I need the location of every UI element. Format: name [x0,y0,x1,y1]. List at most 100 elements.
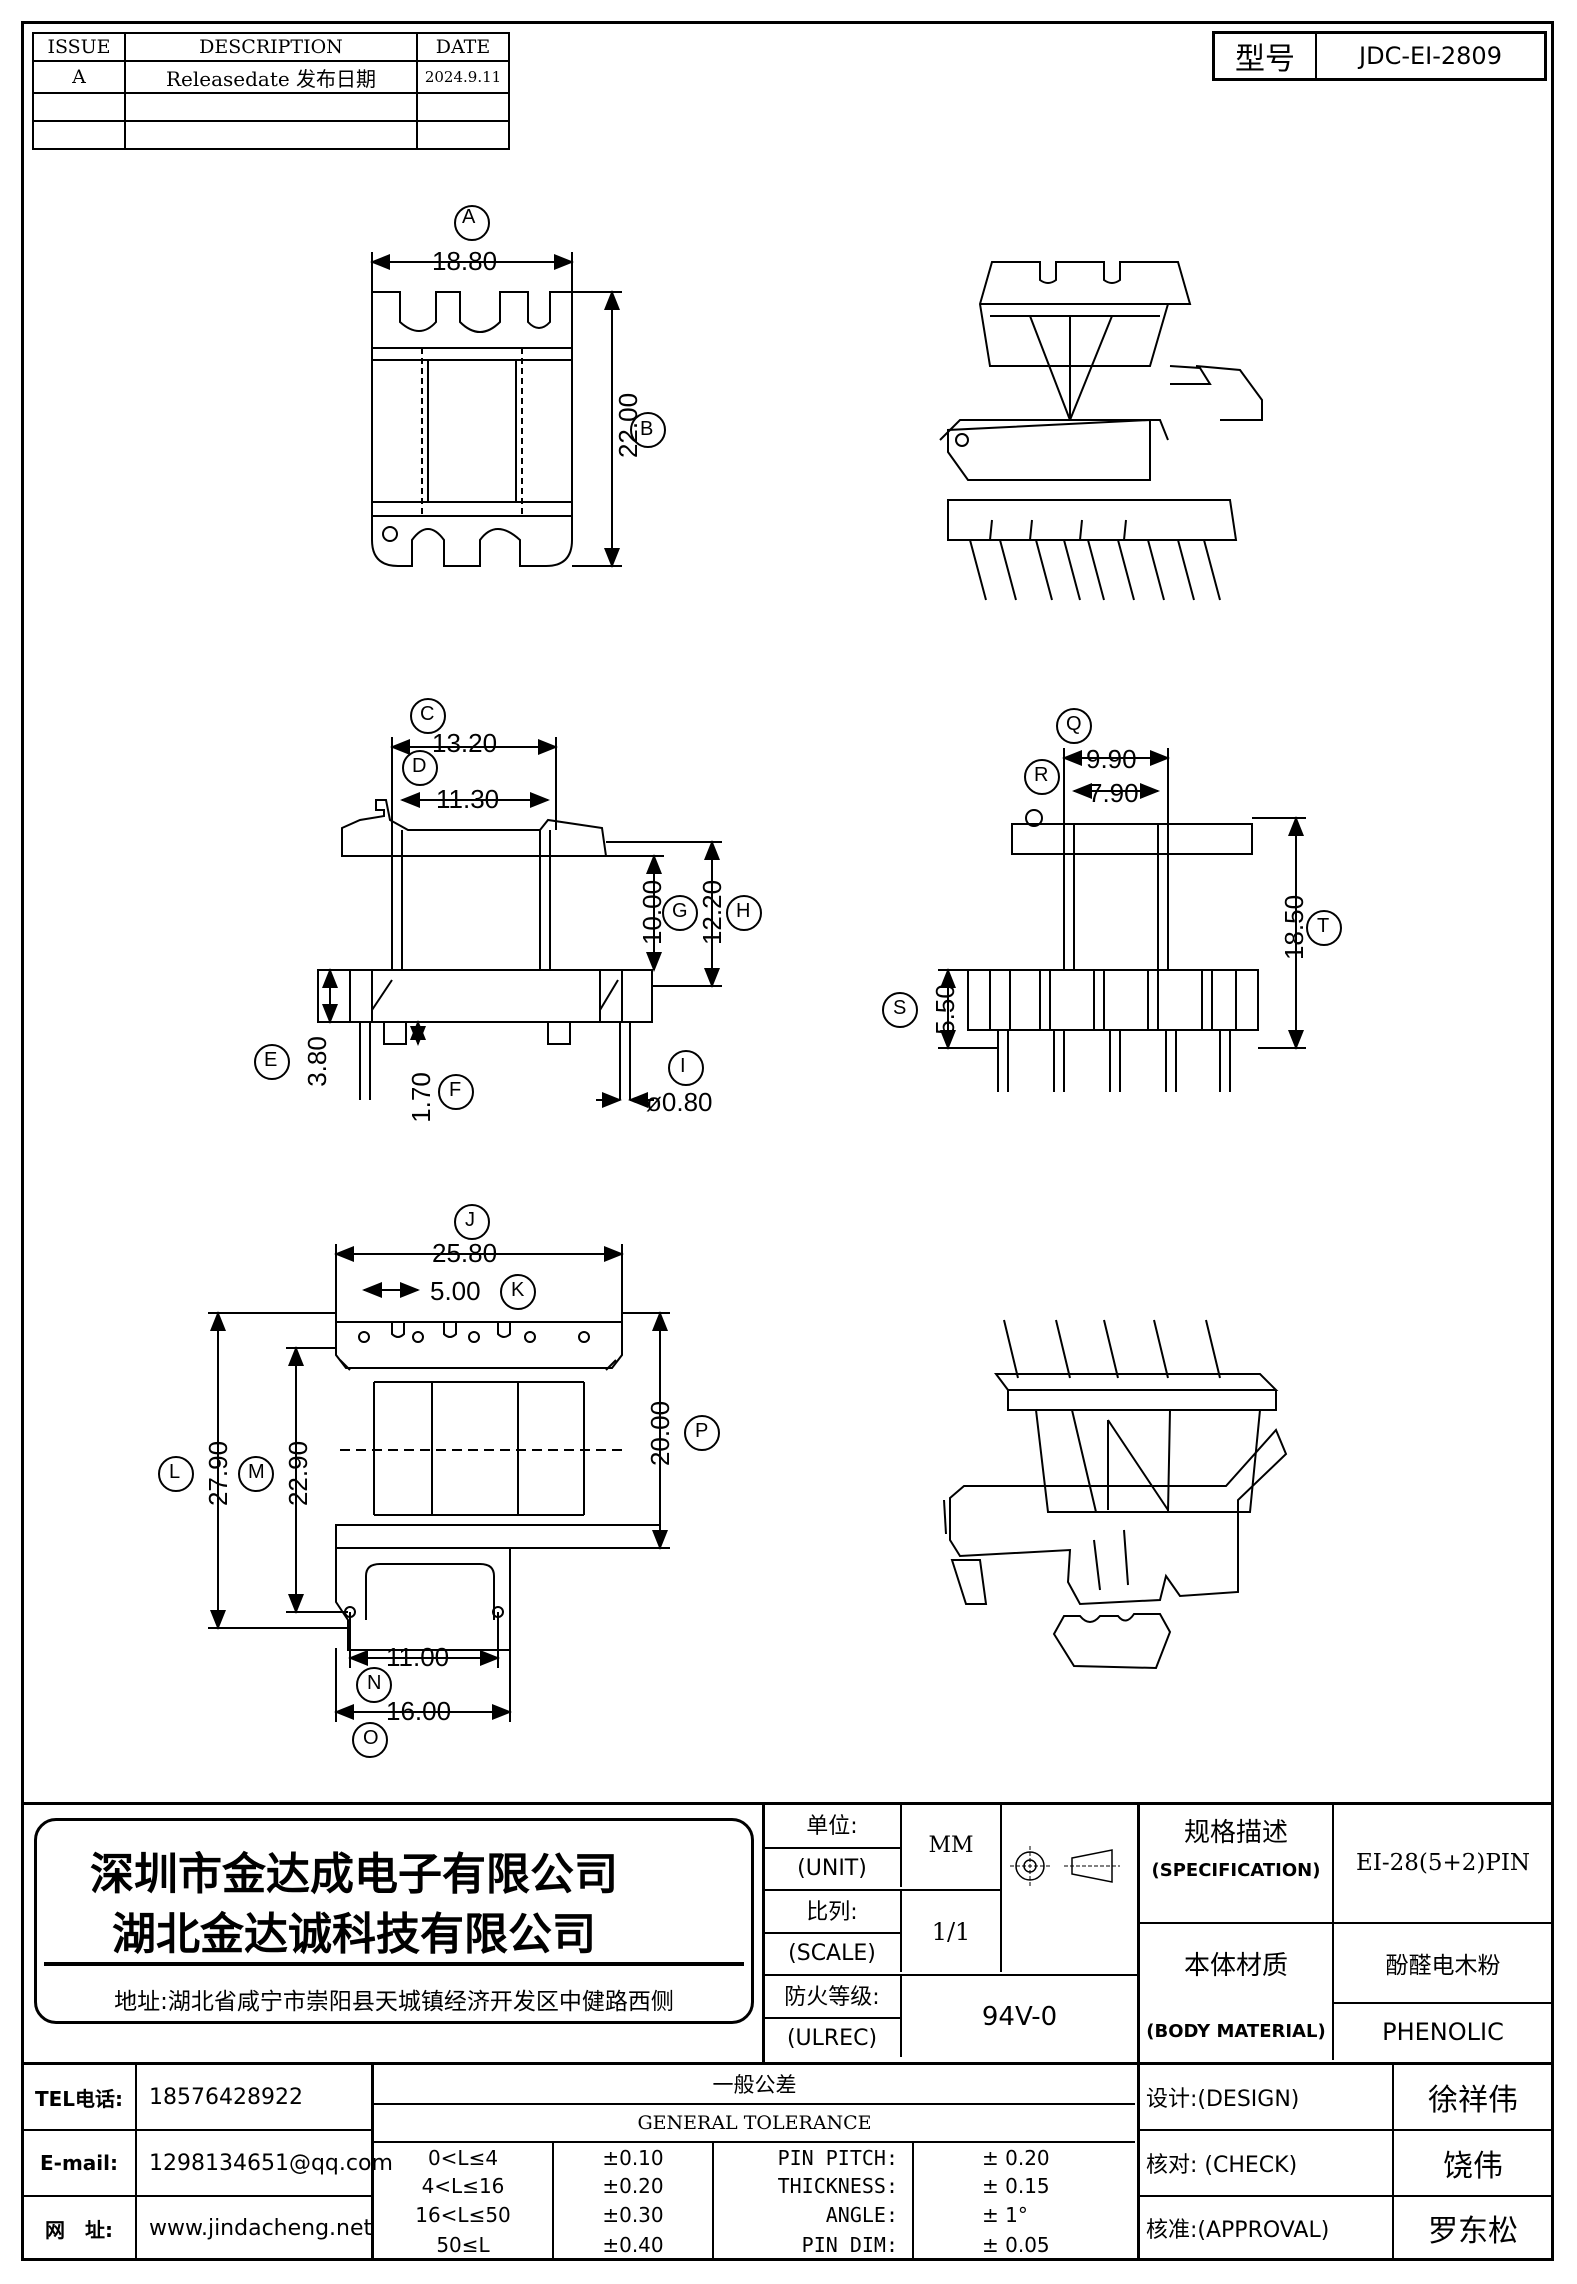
dim-i-letter: I [680,1055,686,1077]
tolerance-range: 16<L≤50 [415,2203,511,2227]
dim-s-letter: S [893,997,907,1019]
spec-label-en: (SPECIFICATION) [1151,1859,1321,1881]
tolerance-value: ±0.30 [602,2203,664,2227]
material-label-en: (BODY MATERIAL) [1146,2020,1326,2042]
spec-grid [762,1802,1139,2062]
ulrec-label-cn: 防火等级: [764,1974,900,2014]
dimension-i [596,1050,704,1108]
revision-date [416,120,510,150]
dimension-e [254,968,340,1080]
tolerance-range: 4<L≤16 [421,2174,505,2198]
tel-value: 18576428922 [135,2065,371,2129]
revision-table: ISSUE DESCRIPTION DATE A Releasedate 发布日… [32,32,510,150]
dimension-d [400,750,550,808]
dim-t-letter: T [1317,915,1330,937]
revision-issue: A [32,60,126,94]
spec-label-cn: 规格描述 [1183,1817,1288,1848]
scale-value: 1/1 [900,1889,1000,1972]
tolerance-value: ±0.40 [602,2233,664,2257]
tolerance-spec-name: PIN PITCH: [777,2146,898,2170]
model-box: 型号 JDC-EI-2809 [1212,31,1547,81]
revision-header-description: DESCRIPTION [124,32,418,62]
email-label: E-mail: [23,2129,135,2195]
isometric-view-bottom [943,1319,1288,1670]
dim-l-letter: L [169,1461,181,1483]
dimension-k [362,1274,536,1310]
dim-i-value: ø0.80 [646,1087,713,1117]
unit-label-en: (UNIT) [764,1847,900,1887]
material-value-en: PHENOLIC [1332,2002,1552,2060]
dim-r-value: 7.90 [1088,778,1139,808]
tolerance-value: ±0.20 [602,2174,664,2198]
ulrec-label-en: (ULREC) [764,2017,900,2057]
spec-value: EI-28(5+2)PIN [1332,1804,1552,1922]
dim-o-value: 16.00 [386,1696,452,1726]
dim-e-letter: E [264,1049,278,1071]
ulrec-value: 94V-0 [900,1974,1137,2057]
dim-q-letter: Q [1066,713,1082,735]
company-name-hubei: 湖北金达诚科技有限公司 [112,1909,596,1960]
tolerance-range: 0<L≤4 [427,2146,499,2170]
dimension-a [370,205,574,292]
projection-symbol-cell [1000,1804,1137,1972]
dimension-j [334,1204,624,1322]
technical-drawing [158,205,1342,1758]
revision-description [124,120,418,150]
dim-d-letter: D [412,755,427,777]
unit-value: MM [900,1804,1000,1887]
model-value: JDC-EI-2809 [1315,31,1547,81]
revision-issue [32,120,126,150]
title-block [21,1802,1554,2261]
dimension-f [410,1020,474,1110]
front-view [317,799,653,1100]
tolerance-title-en: GENERAL TOLERANCE [374,2103,1135,2141]
tolerance-title-cn: 一般公差 [712,2073,797,2097]
tolerance-spec-name: ANGLE: [825,2203,898,2227]
dim-r-letter: R [1034,764,1049,786]
tolerance-value: ±0.10 [602,2146,664,2170]
dim-h-letter: H [736,900,751,922]
revision-description: Releasedate 发布日期 [124,60,418,94]
dim-t-value: 18.50 [1279,894,1310,961]
dim-d-value: 11.30 [436,784,500,814]
top-view [371,291,573,567]
dim-j-value: 25.80 [432,1238,498,1268]
tolerance-range: 50≤L [436,2233,490,2257]
revision-description [124,92,418,122]
tolerance-spec-name: THICKNESS: [777,2174,898,2198]
spec-material-grid [1137,1802,1554,2062]
design-label: 设计:(DESIGN) [1146,2087,1300,2112]
revision-header-date: DATE [416,32,510,62]
web-value: www.jindacheng.net [135,2195,372,2259]
dim-g-value: 10.00 [637,879,668,946]
tolerance-spec-value: ± 1° [982,2203,1028,2227]
dim-q-value: 9.90 [1086,744,1137,774]
web-label: 网 址: [23,2195,135,2259]
dim-f-value: 1.70 [405,1072,436,1123]
revision-date [416,92,510,122]
material-label-cn: 本体材质 [1140,1922,1332,2002]
dimension-p [622,1311,720,1550]
dim-s-value: 5.50 [929,984,960,1035]
dim-k-value: 5.00 [430,1276,481,1306]
tel-label: TEL电话: [34,2086,124,2111]
company-divider [44,1962,744,1966]
isometric-view-top [939,261,1263,601]
projection-symbol-icon [1010,1846,1120,1886]
company-name-shenzhen: 深圳市金达成电子有限公司 [90,1849,618,1900]
dim-p-value: 20.00 [645,1400,676,1467]
title-block-divider [21,2062,1554,2065]
tolerance-col-divider [912,2143,914,2261]
dim-h-value: 12.20 [697,879,728,946]
dimension-q [1056,708,1170,824]
dimension-s [882,968,998,1050]
revision-issue [32,92,126,122]
tolerance-spec-name: PIN DIM: [801,2233,898,2257]
model-label: 型号 [1212,31,1317,81]
email-value: 1298134651@qq.com [135,2129,393,2195]
dimension-g [606,854,698,972]
tolerance-col-divider [712,2143,714,2261]
tolerance-divider [374,2141,1135,2143]
check-label: 核对: (CHECK) [1140,2129,1392,2195]
dim-k-letter: K [511,1279,525,1301]
